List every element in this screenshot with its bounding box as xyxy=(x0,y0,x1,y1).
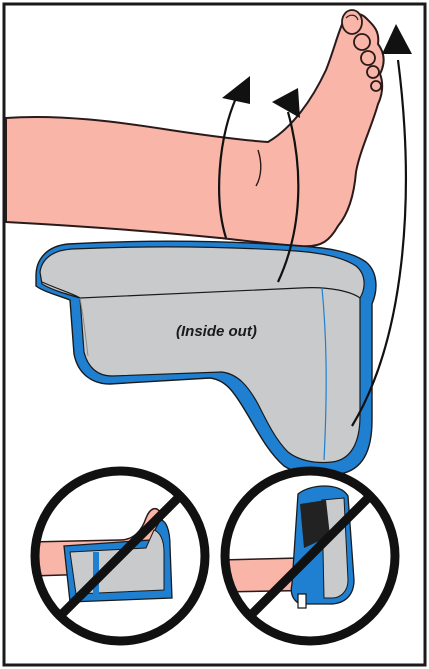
little-toe xyxy=(371,81,381,91)
second-toe xyxy=(354,34,370,50)
big-toe xyxy=(342,10,362,34)
inside-out-label: (Inside out) xyxy=(176,323,257,340)
prohibited-example-1 xyxy=(30,466,210,646)
prohibited-example-2 xyxy=(220,466,400,646)
fourth-toe xyxy=(367,66,379,78)
small-boot-2-buckle xyxy=(298,594,306,608)
third-toe xyxy=(361,51,375,65)
